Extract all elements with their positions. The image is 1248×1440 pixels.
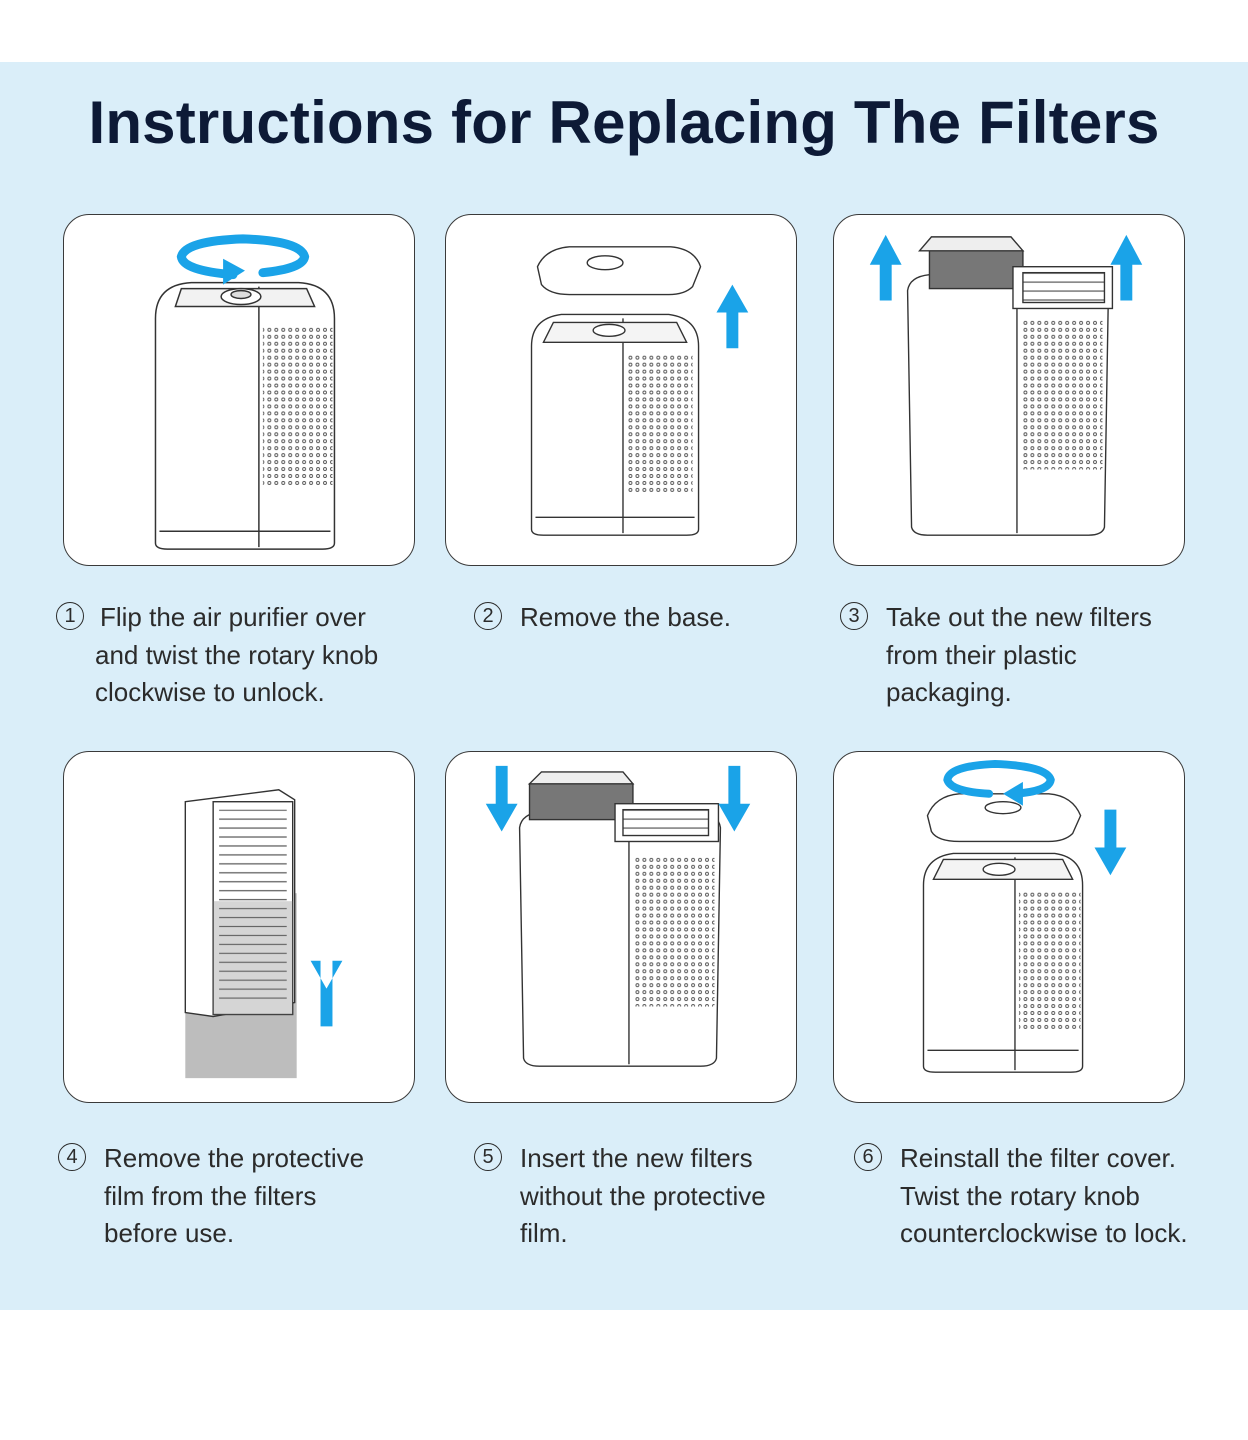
- step-3-illustration: [833, 214, 1185, 566]
- purifier-rotate-cw-icon: [154, 234, 336, 550]
- step-1-text-line: clockwise to unlock.: [95, 677, 325, 707]
- step-5-number: 5: [474, 1143, 502, 1171]
- step-4-text: Remove the protective film from the filt…: [104, 1143, 365, 1248]
- step-2-text: Remove the base.: [520, 602, 732, 632]
- page-title: Instructions for Replacing The Filters: [88, 89, 1160, 156]
- purifier-remove-base-icon: [530, 246, 749, 536]
- step-6-illustration: [833, 751, 1185, 1103]
- step-1-text: Flip the air purifier over and twist the …: [56, 599, 416, 712]
- step-3-number: 3: [840, 602, 868, 630]
- step-1-illustration: [63, 214, 415, 566]
- filters-insert-icon: [485, 765, 751, 1067]
- step-6-caption: 6 Reinstall the filter cover. Twist the …: [854, 1140, 1214, 1253]
- filter-peel-film-icon: [184, 789, 343, 1079]
- step-6-text: Reinstall the filter cover. Twist the ro…: [900, 1143, 1188, 1248]
- step-2-caption: 2 Remove the base.: [474, 599, 834, 637]
- step-5-text: Insert the new filters without the prote…: [520, 1143, 766, 1248]
- step-4-number: 4: [58, 1143, 86, 1171]
- step-3-caption: 3 Take out the new filters from their pl…: [840, 599, 1200, 712]
- step-2-number: 2: [474, 602, 502, 630]
- step-1-text-line: and twist the rotary knob: [95, 639, 379, 670]
- step-1-caption: 1 Flip the air purifier over and twist th…: [56, 599, 416, 712]
- step-5-illustration: [445, 751, 797, 1103]
- purifier-rotate-ccw-icon: [922, 759, 1127, 1073]
- step-1-text-line: Flip the air purifier over: [100, 602, 366, 632]
- step-4-caption: 4 Remove the protective film from the fi…: [58, 1140, 418, 1253]
- step-2-illustration: [445, 214, 797, 566]
- step-1-number: 1: [56, 602, 84, 630]
- step-4-illustration: [63, 751, 415, 1103]
- step-5-caption: 5 Insert the new filters without the pro…: [474, 1140, 834, 1253]
- filters-lift-out-icon: [869, 234, 1143, 536]
- step-6-number: 6: [854, 1143, 882, 1171]
- step-3-text: Take out the new filters from their plas…: [886, 602, 1152, 707]
